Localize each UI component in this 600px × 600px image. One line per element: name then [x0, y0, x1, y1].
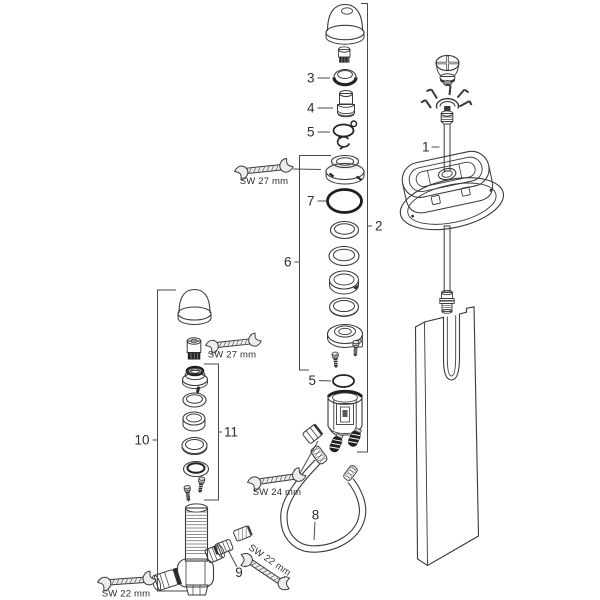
protective-cap-right — [346, 426, 364, 448]
handle-knob — [435, 54, 460, 87]
part5-oring-lower — [332, 374, 355, 388]
pull-rod-connector — [440, 110, 454, 125]
sw22-callout-bottom: SW 22 mm — [96, 570, 157, 600]
sw24-label: SW 24 mm — [253, 487, 302, 498]
part-label-8: 8 — [312, 508, 320, 523]
part-label-7: 7 — [307, 194, 315, 209]
secondary-hose — [280, 444, 367, 553]
sw24-callout: SW 24 mm — [246, 466, 308, 498]
bracket-lines — [152, 3, 440, 592]
protective-cap-left — [328, 432, 345, 454]
part-number-labels: 1 2 3 4 5 6 7 5 8 9 10 11 — [134, 71, 429, 581]
left-ring-2 — [182, 411, 206, 432]
seal-ring-stack — [328, 220, 360, 317]
part-label-10: 10 — [134, 433, 149, 448]
hose-elbow-nut — [302, 423, 324, 444]
sw22-callout-diagonal: SW 22 mm — [235, 542, 295, 596]
adapter-fitting-9 — [213, 525, 253, 555]
left-dome-cap — [177, 288, 212, 325]
left-screw-right — [196, 476, 206, 494]
part-label-3: 3 — [307, 71, 315, 86]
part-label-1: 1 — [422, 140, 430, 155]
part-label-4: 4 — [307, 101, 315, 116]
pull-rod — [443, 123, 451, 293]
left-ring-3 — [181, 436, 208, 456]
riser-pipe — [184, 503, 209, 562]
part7-oring — [326, 188, 363, 214]
part-label-9: 9 — [235, 565, 243, 580]
part-label-2: 2 — [375, 219, 383, 234]
part-label-11: 11 — [224, 425, 238, 440]
part-label-6: 6 — [284, 255, 292, 270]
left-plug — [186, 337, 202, 360]
hose-crimp-right — [342, 463, 359, 483]
base-gland — [326, 323, 364, 348]
fixing-screw-right — [351, 339, 360, 358]
part5-oring-and-clip — [332, 120, 358, 150]
rod-threaded-adapter — [439, 289, 455, 314]
part-label-5-upper: 5 — [307, 125, 315, 140]
left-screw-left — [183, 484, 193, 503]
tee-fitting — [151, 544, 225, 596]
part3-seal-ring — [332, 68, 358, 87]
grub-screw — [338, 46, 351, 63]
pin-handle-cap — [325, 3, 365, 45]
part-label-5-lower: 5 — [308, 373, 316, 388]
left-ring-1 — [182, 392, 207, 408]
cartridge-cap-nut — [325, 154, 365, 185]
mounting-panel — [414, 306, 480, 567]
diverter-valve — [327, 389, 363, 436]
sw22-bottom-label: SW 22 mm — [102, 589, 151, 600]
star-retainer-bracket — [420, 83, 473, 111]
sw27-callout-top: SW 27 mm — [233, 157, 295, 187]
escutcheon-assembly — [399, 150, 505, 231]
fixing-screw-left — [331, 351, 340, 369]
sw27-mid-label: SW 27 mm — [208, 350, 257, 361]
left-ring-4 — [182, 460, 210, 478]
left-gland — [181, 365, 209, 394]
sw27-callout-mid: SW 27 mm — [204, 331, 263, 361]
part4-sleeve — [337, 90, 355, 118]
sw27-top-label: SW 27 mm — [240, 176, 289, 187]
